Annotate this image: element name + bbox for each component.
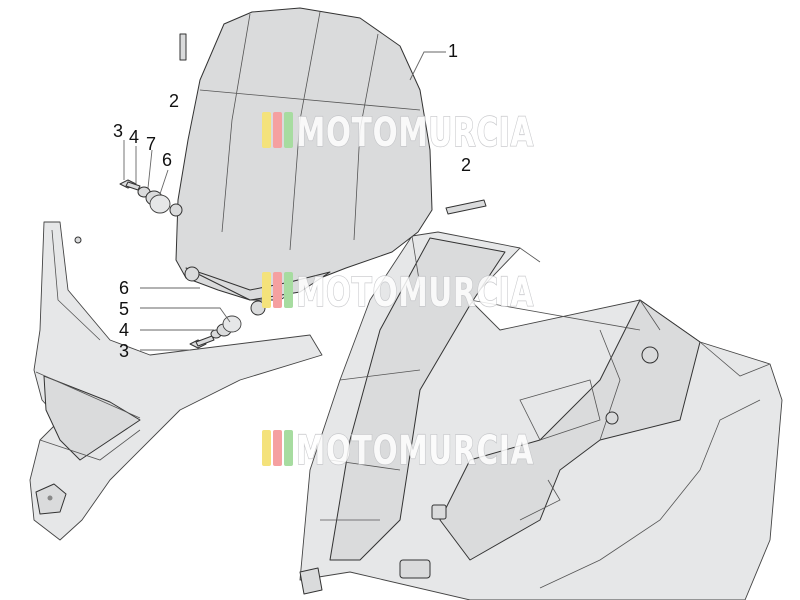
pin-right bbox=[445, 199, 487, 215]
watermark-3: MOTOMURCIA bbox=[262, 427, 534, 475]
callout-pin-top: 2 bbox=[169, 91, 179, 111]
callout-upper-grommet: 6 bbox=[162, 150, 172, 170]
leader-windshield bbox=[409, 51, 446, 81]
front-shield-panel bbox=[29, 221, 323, 541]
watermark-text: MOTOMURCIA bbox=[296, 428, 534, 474]
watermark-stripe-yellow bbox=[262, 112, 271, 148]
callout-upper-screw: 3 bbox=[113, 121, 123, 141]
leader-lines bbox=[123, 51, 446, 351]
upper-fastener-set bbox=[119, 179, 171, 214]
callout-lower-spacer: 5 bbox=[119, 299, 129, 319]
watermark-stripe-red bbox=[273, 112, 282, 148]
windshield bbox=[169, 7, 433, 316]
watermark-text: MOTOMURCIA bbox=[296, 110, 534, 156]
watermark-stripe-yellow bbox=[262, 430, 271, 466]
watermark-stripe-green bbox=[284, 430, 293, 466]
watermark-1: MOTOMURCIA bbox=[262, 109, 534, 157]
watermark-stripe-red bbox=[273, 430, 282, 466]
lower-fastener-set bbox=[189, 315, 242, 349]
watermark-2: MOTOMURCIA bbox=[262, 269, 534, 317]
watermark-stripe-red bbox=[273, 272, 282, 308]
callout-upper-spacer: 7 bbox=[146, 134, 156, 154]
callout-labels: 1 2 2 3 4 7 6 6 5 4 3 bbox=[113, 41, 471, 361]
callout-lower-grommet: 6 bbox=[119, 278, 129, 298]
front-frame-assembly bbox=[299, 231, 783, 600]
callout-pin-right: 2 bbox=[461, 155, 471, 175]
watermark-stripe-green bbox=[284, 112, 293, 148]
leader-upper-spacer bbox=[147, 149, 153, 189]
pin-top bbox=[179, 33, 187, 61]
watermark-stripe-green bbox=[284, 272, 293, 308]
callout-lower-washer: 4 bbox=[119, 320, 129, 340]
leader-lower-spacer bbox=[140, 307, 231, 323]
callout-windshield: 1 bbox=[448, 41, 458, 61]
watermark-text: MOTOMURCIA bbox=[296, 270, 534, 316]
watermark-stripe-yellow bbox=[262, 272, 271, 308]
callout-lower-screw: 3 bbox=[119, 341, 129, 361]
leader-upper-grommet bbox=[159, 169, 169, 195]
callout-upper-washer: 4 bbox=[129, 127, 139, 147]
